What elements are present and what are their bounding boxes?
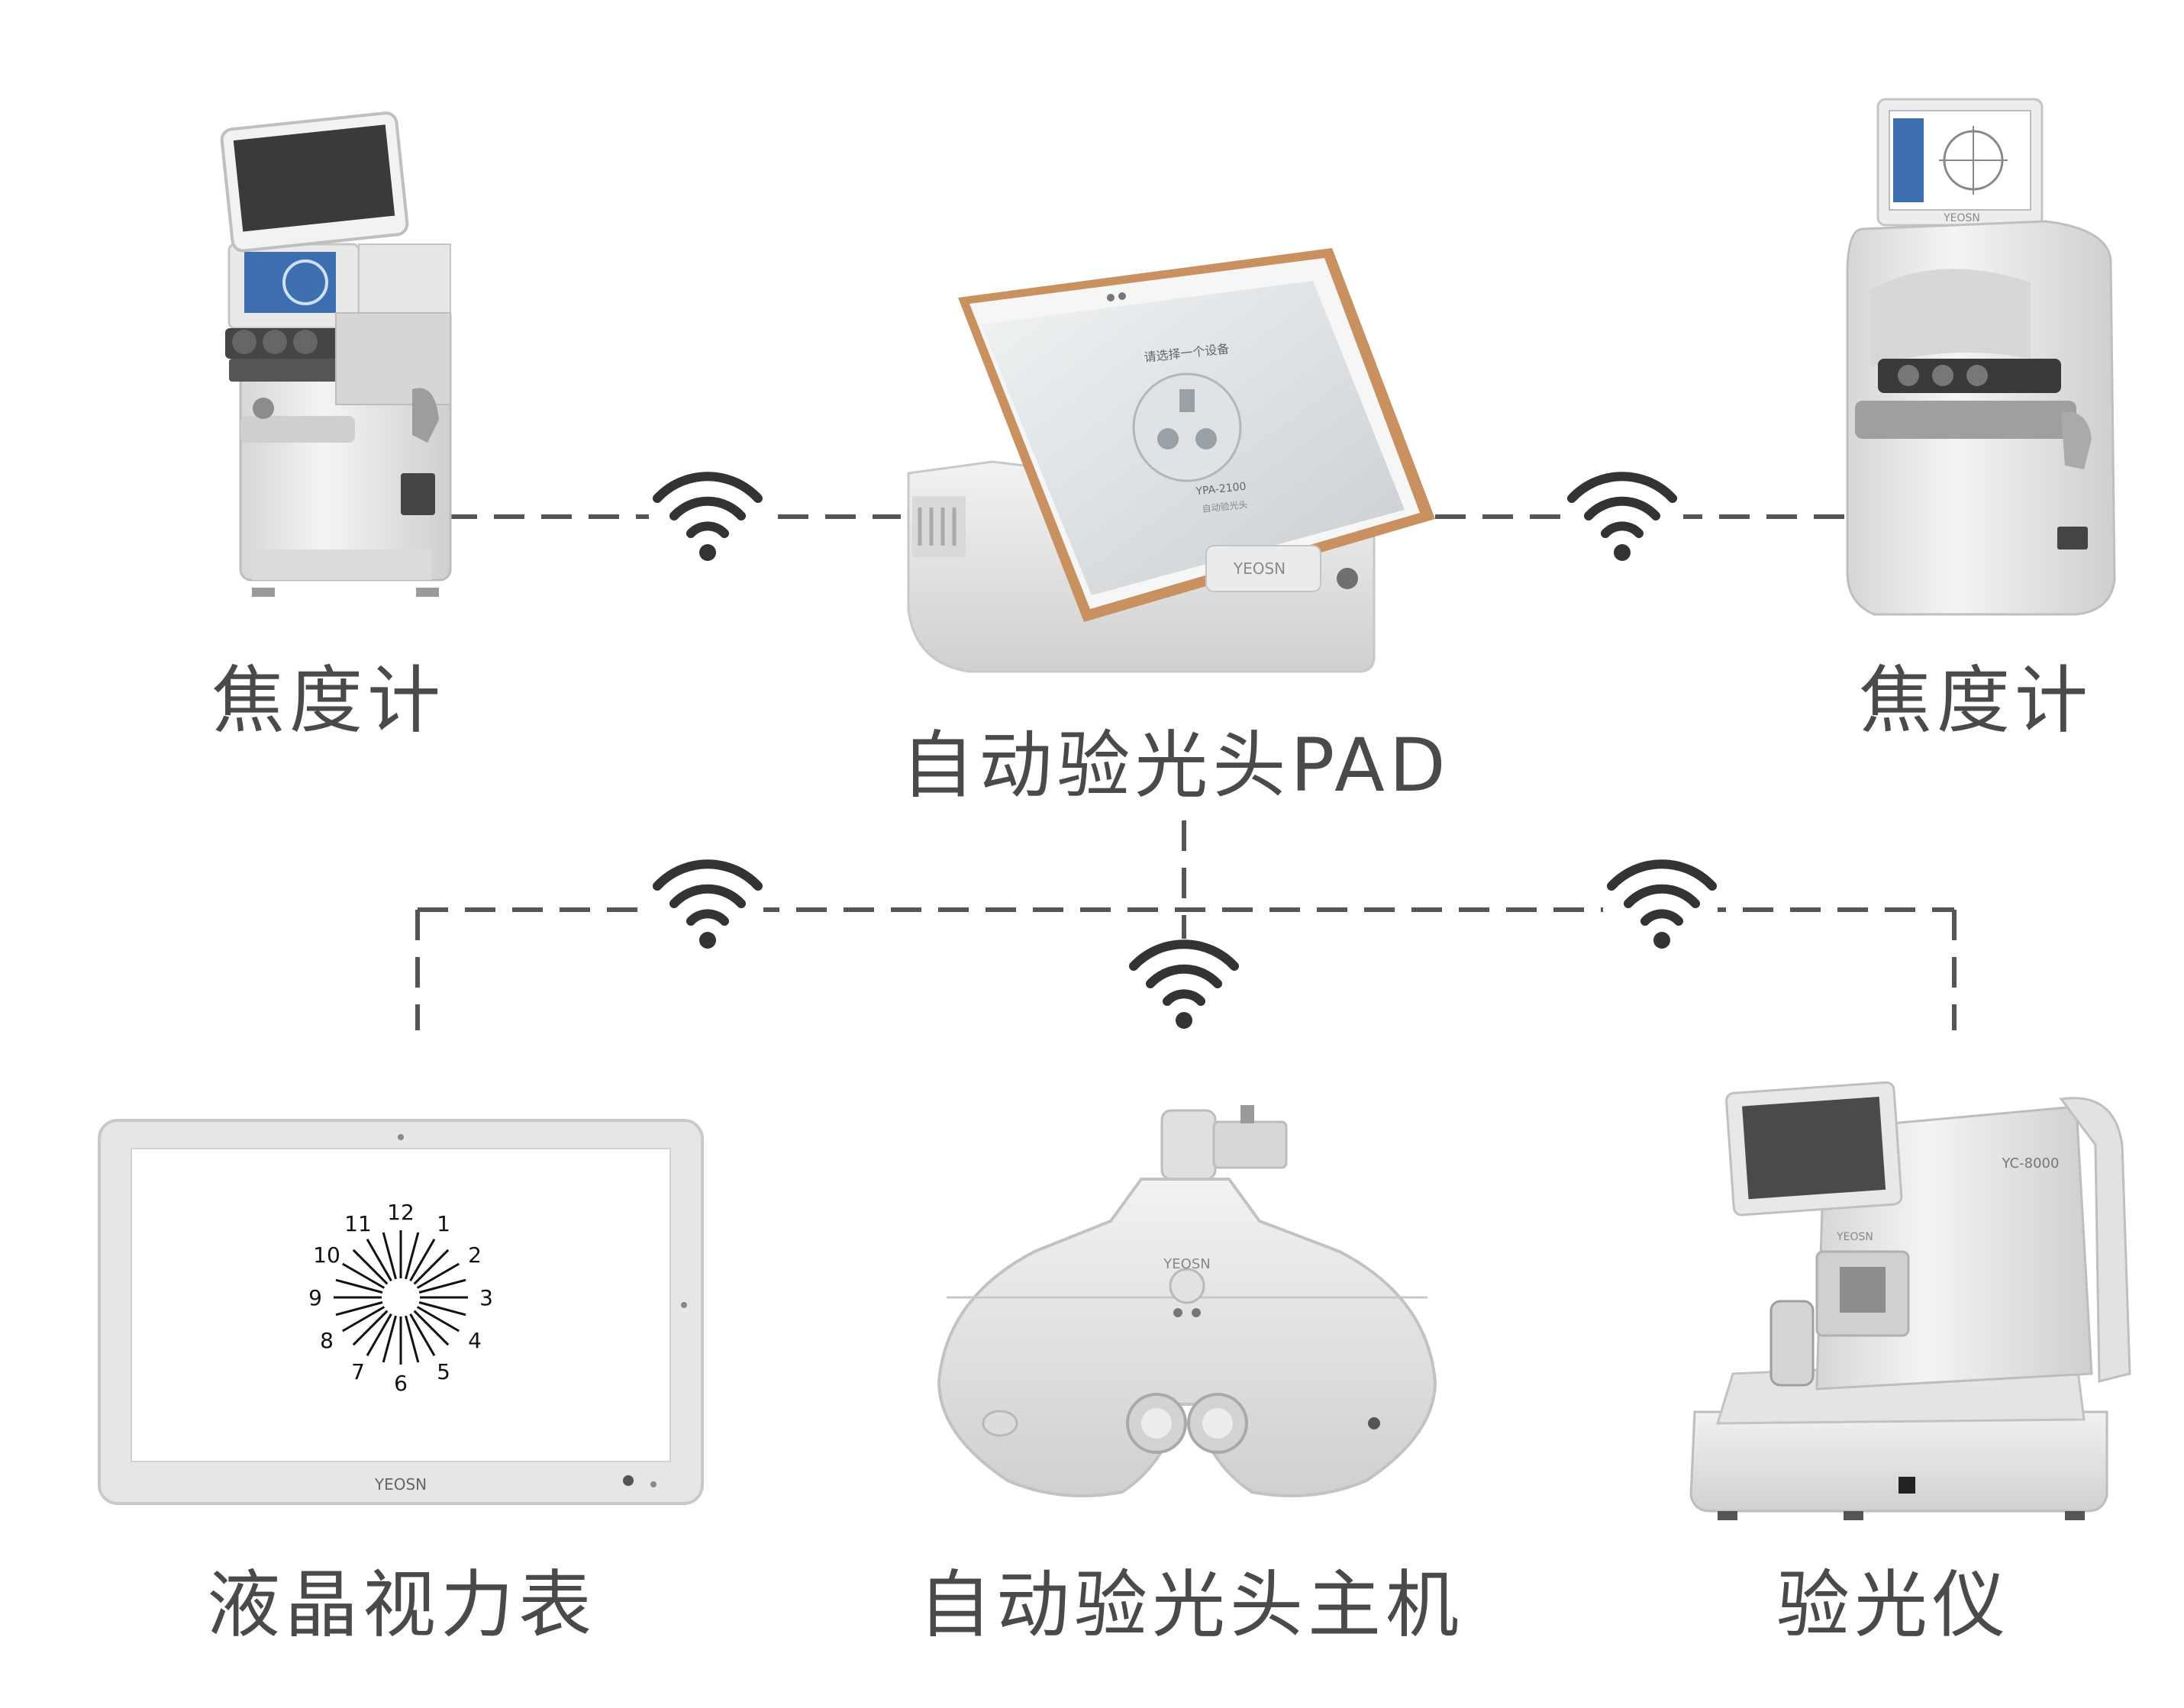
clock-chart-line: [366, 1239, 392, 1282]
label-lcd-chart: 液晶视力表: [207, 1562, 596, 1648]
clock-chart-line: [382, 1232, 397, 1280]
clock-chart-line: [409, 1313, 436, 1356]
clock-chart-number: 5: [437, 1359, 450, 1384]
clock-chart-number: 11: [344, 1211, 372, 1236]
refractometer-device: YC-8000 YEOSN: [1689, 1081, 2131, 1520]
clock-chart-line: [405, 1315, 420, 1363]
wifi-icon: [1134, 944, 1234, 1029]
label-lensmeter-left: 焦度计: [211, 658, 445, 743]
lcd-brand-logo: YEOSN: [374, 1475, 427, 1494]
pad-brand-logo: YEOSN: [1233, 559, 1286, 578]
label-phoropter-host: 自动验光头主机: [918, 1562, 1463, 1648]
clock-chart-number: 12: [387, 1200, 415, 1225]
lensmeter-left-device: [220, 111, 452, 597]
clock-chart-number: 7: [351, 1359, 365, 1384]
clock-chart-lines: [334, 1230, 468, 1365]
clock-chart-line: [335, 1301, 383, 1316]
clock-chart-line: [418, 1301, 466, 1316]
clock-chart-line: [352, 1310, 389, 1346]
clock-chart-line: [405, 1232, 420, 1280]
clock-chart-number: 9: [308, 1285, 322, 1310]
pad-screen-caption: 自动验光头: [1202, 498, 1248, 514]
phoropter-brand-logo: YEOSN: [1163, 1256, 1210, 1272]
lensmeter-right-device: YEOSN: [1846, 98, 2116, 616]
label-pad: 自动验光头PAD: [901, 723, 1450, 808]
pad-device: 请选择一个设备 YPA-2100 自动验光头 YEOSN: [907, 248, 1435, 673]
clock-chart-line: [342, 1306, 386, 1333]
label-lensmeter-right: 焦度计: [1859, 658, 2092, 743]
clock-chart-line: [413, 1310, 450, 1346]
clock-chart-number: 3: [479, 1285, 493, 1310]
clock-chart-line: [366, 1313, 392, 1356]
phoropter-host-device: YEOSN: [937, 1105, 1437, 1497]
clock-chart-number: 6: [394, 1371, 408, 1396]
clock-chart-line: [335, 1278, 383, 1294]
clock-chart-number: 2: [468, 1242, 482, 1268]
clock-chart-line: [352, 1249, 389, 1285]
refractometer-model-label: YC-8000: [2002, 1155, 2060, 1171]
refractometer-brand-logo: YEOSN: [1836, 1231, 1873, 1243]
clock-chart-line: [342, 1262, 386, 1289]
pad-screen-model: YPA-2100: [1195, 481, 1247, 498]
clock-chart-number: 1: [437, 1211, 450, 1236]
clock-chart-line: [416, 1262, 460, 1289]
clock-chart-line: [409, 1239, 436, 1282]
clock-chart-line: [418, 1278, 466, 1294]
clock-chart-number: 8: [320, 1328, 334, 1353]
clock-chart-line: [413, 1249, 450, 1285]
clock-chart-number: 10: [313, 1242, 340, 1268]
clock-chart-number: 4: [468, 1328, 482, 1353]
label-refractometer: 验光仪: [1776, 1562, 2010, 1648]
clock-chart-line: [382, 1315, 397, 1363]
clock-chart-line: [416, 1306, 460, 1333]
lensmeter-right-brand-logo: YEOSN: [1943, 212, 1980, 224]
